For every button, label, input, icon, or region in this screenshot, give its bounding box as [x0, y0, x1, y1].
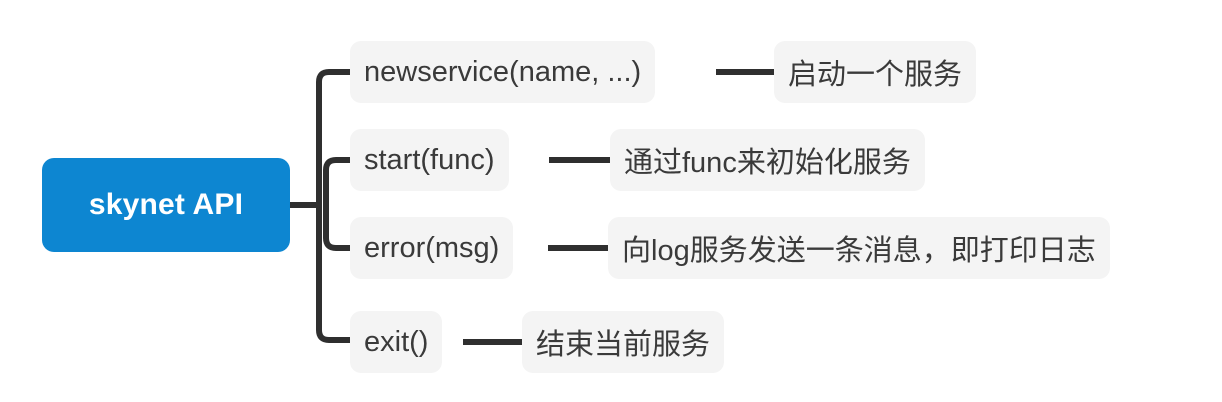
api-node-label: newservice(name, ...) — [364, 55, 642, 88]
api-node-label: exit() — [364, 325, 429, 358]
description-node-label: 通过func来初始化服务 — [624, 147, 911, 179]
inner-spine-path — [323, 157, 352, 251]
description-node-start[interactable]: 通过func来初始化服务 — [610, 129, 925, 191]
description-node-label: 启动一个服务 — [788, 59, 963, 91]
api-node-error[interactable]: error(msg) — [350, 217, 514, 279]
api-node-newservice[interactable]: newservice(name, ...) — [350, 41, 656, 103]
description-node-exit[interactable]: 结束当前服务 — [522, 311, 725, 373]
description-node-error[interactable]: 向log服务发送一条消息，即打印日志 — [608, 217, 1110, 279]
api-node-label: error(msg) — [364, 231, 500, 264]
root-node[interactable]: skynet API — [42, 158, 290, 252]
api-node-label: start(func) — [364, 143, 495, 176]
description-node-label: 向log服务发送一条消息，即打印日志 — [622, 235, 1096, 267]
description-node-newservice[interactable]: 启动一个服务 — [774, 41, 977, 103]
outer-spine-path — [316, 69, 352, 343]
description-node-label: 结束当前服务 — [536, 329, 711, 361]
api-node-start[interactable]: start(func) — [350, 129, 509, 191]
api-node-exit[interactable]: exit() — [350, 311, 443, 373]
root-node-label: skynet API — [88, 188, 244, 221]
